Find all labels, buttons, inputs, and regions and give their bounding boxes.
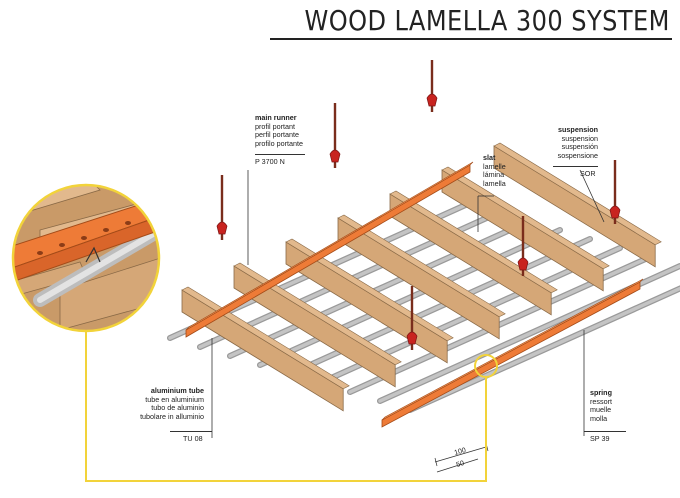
slat-name: slat [483, 153, 496, 162]
dimension-100: 100 [454, 447, 467, 457]
slat-es: lámina [483, 170, 505, 180]
slat-top [441, 166, 610, 270]
wood-slats [181, 142, 662, 412]
slat-top [493, 142, 662, 246]
slat-top [233, 262, 402, 366]
label-aluminium-tube: aluminium tube tube en aluminium tubo de… [118, 386, 204, 421]
leader-lines [211, 169, 605, 438]
label-slat: slat lamelle lámina lamella [483, 153, 506, 188]
slat-it: lamella [483, 178, 506, 188]
spring-name: spring [590, 388, 612, 397]
diagram-title: WOOD LAMELLA 300 SYSTEM [304, 4, 670, 37]
clip-3 [426, 93, 438, 107]
tube-es: tubo de aluminio [151, 403, 204, 413]
main-runner-name: main runner [255, 113, 297, 122]
spring-code: SP 39 [590, 434, 610, 443]
tube-fr: tube en aluminium [145, 394, 204, 404]
zoom-detail [11, 183, 161, 333]
clip-4 [517, 257, 529, 271]
suspension-name: suspension [558, 125, 598, 134]
runner-top-1 [185, 161, 474, 331]
main-runner-es: perfil portante [255, 130, 299, 140]
main-runner-it: profilo portante [255, 138, 303, 148]
main-runner-fr: profil portant [255, 121, 295, 131]
tube-highlight [258, 228, 562, 367]
suspension-rule [553, 166, 598, 167]
runner-top-2 [381, 278, 644, 421]
callout-connector [85, 331, 498, 482]
spring-fr: ressort [590, 396, 612, 406]
suspension-es: suspensión [561, 142, 598, 152]
label-suspension: suspension suspension suspensión sospens… [548, 125, 598, 160]
spring-es: muelle [590, 405, 612, 415]
suspension-rods [216, 60, 621, 350]
tube-name: aluminium tube [150, 386, 204, 395]
spring-it: molla [590, 413, 608, 423]
label-spring: spring ressort muelle molla [590, 388, 612, 423]
slat-face [181, 289, 344, 412]
clip-5 [609, 205, 621, 219]
clip-6 [406, 331, 418, 345]
tube-it: tubolare in alluminio [140, 411, 204, 421]
main-runner-code: P 3700 N [255, 157, 285, 166]
suspension-code: SOR [580, 169, 596, 178]
label-main-runner: main runner profil portant perfil portan… [255, 113, 303, 148]
clip-2 [329, 149, 341, 163]
tube-highlight [408, 286, 680, 412]
main-runner-rule [255, 154, 305, 155]
spring-rule [584, 431, 626, 432]
main-runners [185, 161, 644, 428]
title-underline [270, 38, 672, 40]
tube-code: TU 08 [183, 434, 203, 443]
suspension-it: sospensione [557, 150, 598, 160]
clip-1 [216, 221, 228, 235]
dimension-50: 50 [456, 460, 466, 469]
slat-top [337, 214, 506, 318]
slat-fr: lamelle [483, 161, 506, 171]
slat-top [389, 190, 558, 294]
suspension-fr: suspension [561, 133, 598, 143]
tube-rule [170, 431, 212, 432]
